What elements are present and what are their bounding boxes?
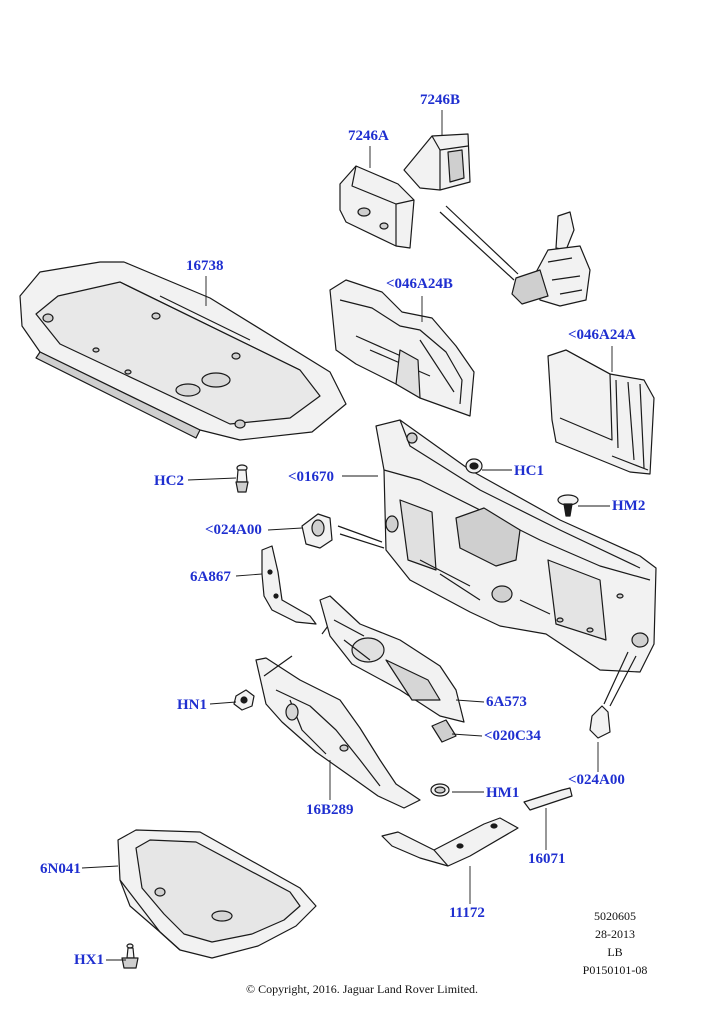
callout-020c34[interactable]: <020C34 bbox=[484, 728, 541, 744]
part-hm2-push-pin[interactable] bbox=[557, 494, 579, 517]
callout-024a00-right[interactable]: <024A00 bbox=[568, 772, 625, 788]
part-6n041-tray[interactable] bbox=[117, 829, 317, 959]
callout-11172[interactable]: 11172 bbox=[449, 905, 485, 921]
callout-7246b[interactable]: 7246B bbox=[420, 92, 461, 108]
part-024a00-right-seal[interactable] bbox=[589, 651, 637, 739]
part-hx1-clip[interactable] bbox=[121, 943, 139, 969]
reference-date: 28-2013 bbox=[595, 927, 635, 941]
callout-7246a[interactable]: 7246A bbox=[348, 128, 389, 144]
part-hm1-grommet[interactable] bbox=[430, 783, 450, 797]
callout-16b289[interactable]: 16B289 bbox=[306, 802, 354, 818]
part-hc2-fastener[interactable] bbox=[235, 464, 249, 493]
reference-block: 5020605 28-2013 LB P0150101-08 bbox=[570, 907, 660, 979]
callout-046a24a[interactable]: <046A24A bbox=[568, 327, 636, 343]
part-7246b-shifter-cover[interactable] bbox=[403, 133, 471, 191]
part-046a24a-insulator[interactable] bbox=[547, 349, 655, 475]
callout-hc2[interactable]: HC2 bbox=[154, 473, 184, 489]
part-6a867-bracket[interactable] bbox=[261, 545, 341, 635]
callout-16738[interactable]: 16738 bbox=[186, 258, 224, 274]
callout-hx1[interactable]: HX1 bbox=[74, 952, 104, 968]
callout-hm1[interactable]: HM1 bbox=[486, 785, 520, 801]
part-16738-undertray[interactable] bbox=[19, 261, 347, 441]
part-7246a-shifter-housing[interactable] bbox=[339, 165, 415, 249]
part-6a573-inner-insulator[interactable] bbox=[319, 595, 465, 723]
reference-side: LB bbox=[607, 945, 623, 959]
callout-024a00-left[interactable]: <024A00 bbox=[205, 522, 262, 538]
part-01670-dash-panel[interactable] bbox=[375, 419, 657, 673]
callout-6a573[interactable]: 6A573 bbox=[486, 694, 527, 710]
part-hc1-grommet[interactable] bbox=[465, 458, 483, 474]
copyright-notice: © Copyright, 2016. Jaguar Land Rover Lim… bbox=[245, 982, 479, 996]
reference-code: 5020605 bbox=[594, 909, 636, 923]
part-11172-floor-bracket[interactable] bbox=[381, 817, 519, 867]
part-020c34-pad[interactable] bbox=[431, 719, 457, 743]
part-hn1-nut[interactable] bbox=[233, 689, 255, 711]
part-024a00-left-seal[interactable] bbox=[301, 513, 385, 549]
part-16b289-dash-insulator[interactable] bbox=[255, 655, 421, 809]
reference-figure: P0150101-08 bbox=[582, 963, 648, 977]
callout-6a867[interactable]: 6A867 bbox=[190, 569, 231, 585]
part-16071-clip[interactable] bbox=[523, 787, 573, 811]
callout-046a24b[interactable]: <046A24B bbox=[386, 276, 453, 292]
callout-hm2[interactable]: HM2 bbox=[612, 498, 646, 514]
callout-hn1[interactable]: HN1 bbox=[177, 697, 207, 713]
leader-lines bbox=[81, 110, 613, 961]
callout-16071[interactable]: 16071 bbox=[528, 851, 566, 867]
callout-hc1[interactable]: HC1 bbox=[514, 463, 544, 479]
callout-6n041[interactable]: 6N041 bbox=[40, 861, 81, 877]
callout-01670[interactable]: <01670 bbox=[288, 469, 335, 485]
part-046a24b-insulator[interactable] bbox=[329, 279, 475, 417]
part-gear-shifter-assembly bbox=[439, 205, 591, 307]
